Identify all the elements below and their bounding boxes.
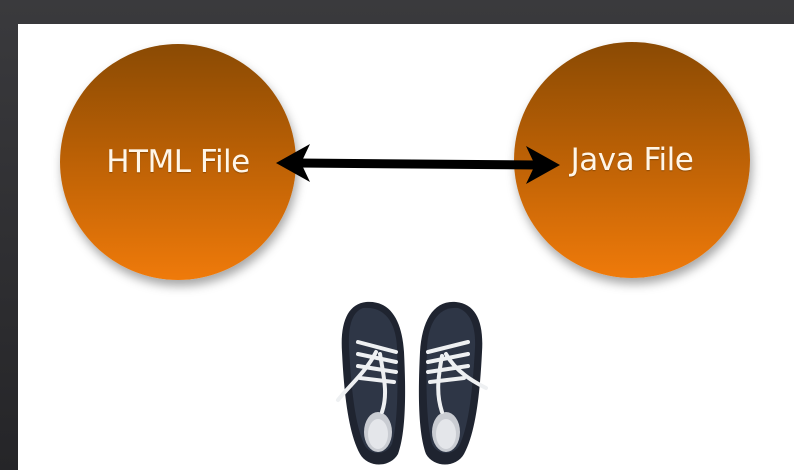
sneakers-illustration — [336, 301, 488, 465]
slide: HTML File Java File — [18, 24, 794, 470]
java-file-label: Java File — [570, 142, 694, 178]
html-file-node: HTML File — [60, 44, 296, 280]
arrow-head-right — [526, 146, 560, 184]
left-shoe — [336, 301, 406, 465]
right-shoe — [418, 301, 488, 465]
arrow-shaft — [293, 158, 543, 170]
arrow-head-left — [276, 144, 310, 182]
html-file-label: HTML File — [106, 144, 250, 180]
bidirectional-arrow — [276, 144, 560, 184]
java-file-node: Java File — [514, 42, 750, 278]
